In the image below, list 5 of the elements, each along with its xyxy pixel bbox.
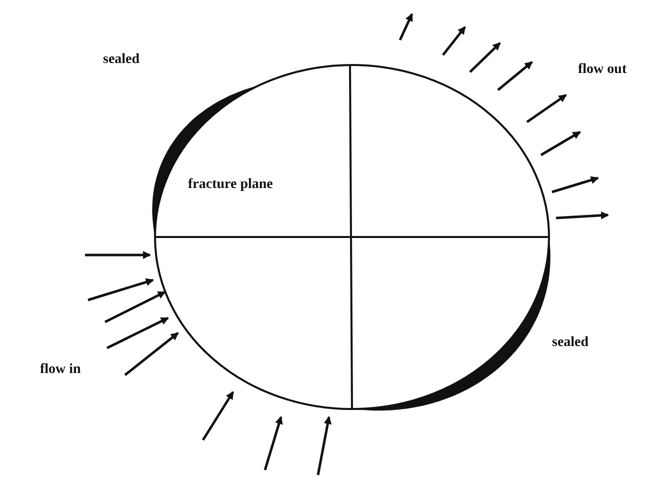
annotation-text: sealed bbox=[552, 335, 589, 351]
annotation-text: fracture plane bbox=[188, 177, 273, 193]
annotation-text: flow in bbox=[40, 362, 81, 378]
annotation-text: flow out bbox=[578, 62, 627, 78]
annotation-text: sealed bbox=[103, 52, 140, 68]
